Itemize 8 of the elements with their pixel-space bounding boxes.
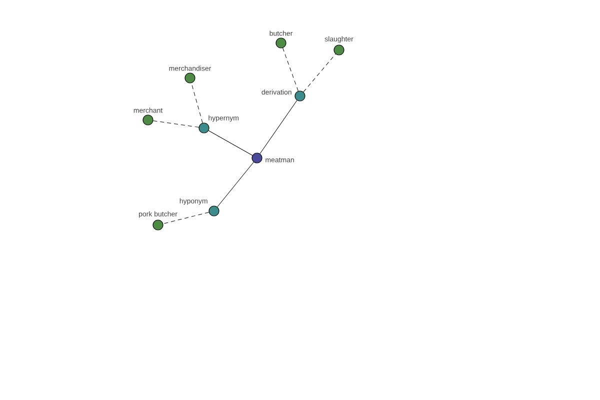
connector-line <box>208 130 253 156</box>
connector-line <box>260 100 298 154</box>
connector-line <box>191 82 203 124</box>
connector-line <box>162 212 210 224</box>
connector-line <box>303 54 336 92</box>
connector-line <box>217 162 254 208</box>
connector-line <box>282 48 298 92</box>
connector-line <box>153 120 199 128</box>
